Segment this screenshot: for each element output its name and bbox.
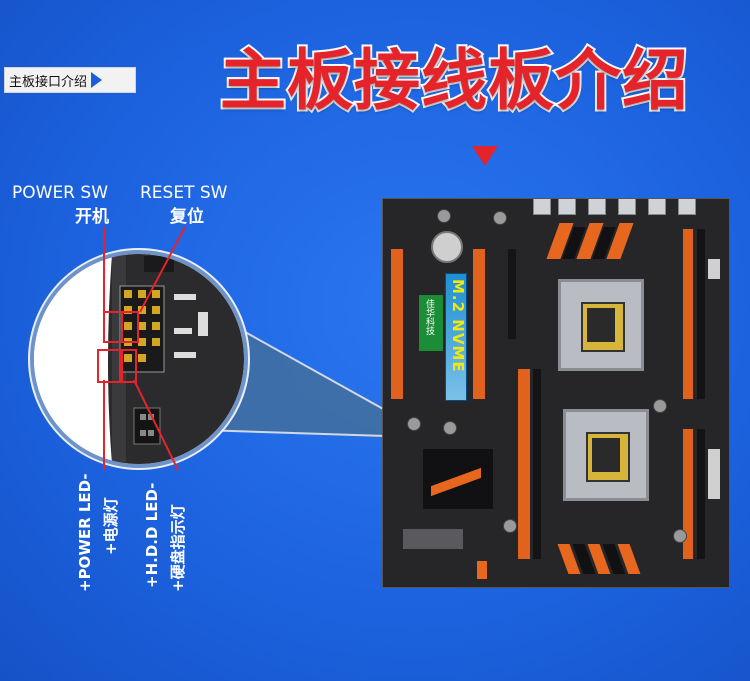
dimm-slot bbox=[697, 229, 705, 399]
pcie-slot bbox=[391, 249, 403, 399]
power-sw-label-cn: 开机 bbox=[75, 207, 109, 227]
capacitor bbox=[437, 209, 451, 223]
hdd-led-label-cn: +硬盘指示灯 bbox=[169, 504, 187, 592]
cpu-socket-2 bbox=[563, 409, 649, 501]
page-title: 主板接线板介绍 bbox=[218, 40, 690, 121]
io-port bbox=[618, 199, 636, 215]
hdd-led-label-en: +H.D.D LED- bbox=[143, 482, 161, 588]
cmos-battery bbox=[431, 231, 463, 263]
dimm-slot bbox=[683, 429, 693, 559]
io-port bbox=[648, 199, 666, 215]
pcie-slot bbox=[508, 249, 516, 339]
down-arrow-icon bbox=[472, 146, 498, 166]
reset-sw-label-cn: 复位 bbox=[170, 207, 204, 227]
sata-ports bbox=[403, 529, 463, 549]
capacitor bbox=[673, 529, 687, 543]
capacitor bbox=[503, 519, 517, 533]
green-sticker bbox=[419, 295, 443, 351]
pcie-slot bbox=[518, 369, 530, 559]
io-port bbox=[678, 199, 696, 215]
io-port bbox=[588, 199, 606, 215]
nav-badge[interactable]: 主板接口介绍 bbox=[4, 67, 136, 93]
power-led-label-cn: +电源灯 bbox=[102, 497, 120, 555]
nav-badge-label: 主板接口介绍 bbox=[9, 74, 88, 90]
dimm-slot bbox=[697, 429, 705, 559]
capacitor bbox=[407, 417, 421, 431]
io-port bbox=[533, 199, 551, 215]
play-arrow-icon bbox=[91, 72, 103, 88]
sata-port-orange bbox=[477, 561, 487, 579]
power-connector bbox=[708, 259, 720, 279]
pcie-slot bbox=[473, 249, 485, 399]
capacitor bbox=[443, 421, 457, 435]
cpu-socket-1 bbox=[558, 279, 644, 371]
pcie-slot bbox=[533, 369, 541, 559]
green-sticker-label: 佳华科技 bbox=[424, 299, 434, 335]
capacitor bbox=[653, 399, 667, 413]
io-port bbox=[558, 199, 576, 215]
power-sw-label-en: POWER SW bbox=[12, 183, 108, 203]
reset-sw-label-en: RESET SW bbox=[140, 183, 228, 203]
dimm-slot bbox=[683, 229, 693, 399]
power-connector bbox=[708, 449, 720, 499]
m2-label: M.2 NVME bbox=[449, 279, 467, 373]
capacitor bbox=[493, 211, 507, 225]
m2-nvme-slot bbox=[445, 273, 467, 401]
motherboard-image: M.2 NVME 佳华科技 bbox=[382, 198, 730, 588]
power-led-label-en: +POWER LED- bbox=[76, 473, 94, 592]
